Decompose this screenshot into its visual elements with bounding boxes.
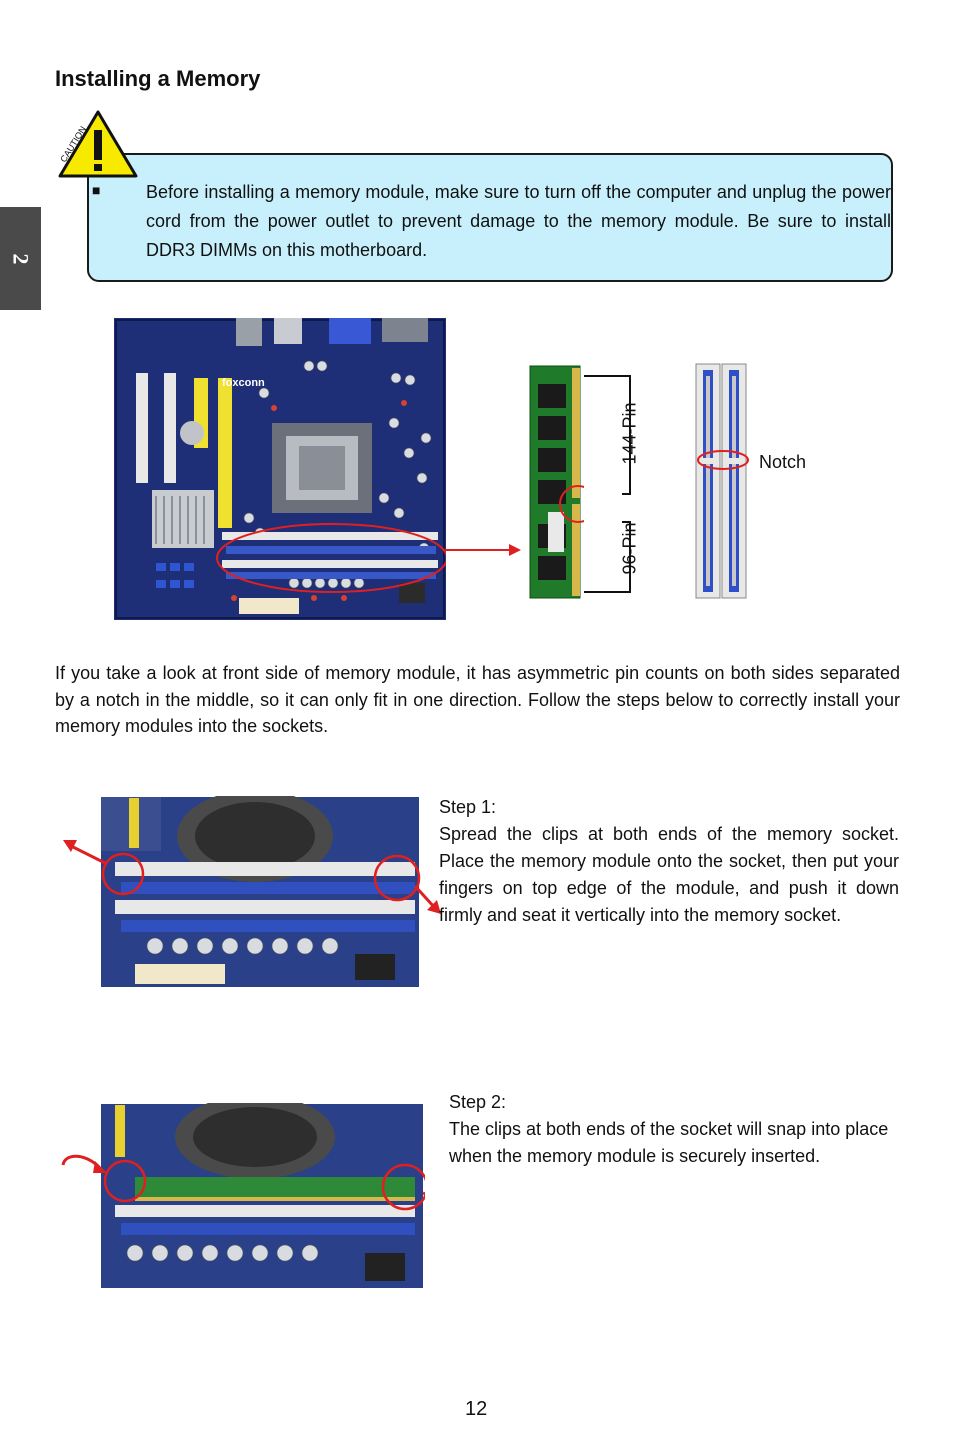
notch-highlight	[697, 450, 749, 470]
step1-photo	[63, 796, 441, 987]
memory-module-image	[529, 365, 584, 599]
board-brand: foxconn	[222, 377, 265, 389]
intro-paragraph: If you take a look at front side of memo…	[55, 663, 900, 736]
page-number: 12	[465, 1398, 488, 1420]
pin96-label: 96-Pin	[619, 522, 640, 575]
page-title: Installing a Memory	[55, 66, 261, 91]
step2-photo	[61, 1103, 425, 1288]
chapter-tab: 2	[0, 207, 41, 310]
pointer-arrow	[445, 544, 521, 556]
pin-brackets	[584, 375, 631, 593]
chapter-number: 2	[8, 253, 34, 264]
caution-icon: CAUTION	[58, 110, 138, 178]
step1-heading: Step 1:	[439, 797, 497, 817]
step1: Step 1: Spread the clips at both ends of…	[439, 794, 899, 929]
caution-box	[87, 153, 893, 282]
pin144-label: 144-Pin	[619, 402, 640, 465]
step1-text: Spread the clips at both ends of the mem…	[439, 824, 899, 925]
step2-text: The clips at both ends of the socket wil…	[449, 1119, 889, 1166]
step2: Step 2: The clips at both ends of the so…	[449, 1089, 904, 1170]
step2-heading: Step 2:	[449, 1092, 507, 1112]
caution-bullet: ■	[92, 182, 101, 198]
dimm-sockets-image	[695, 363, 747, 599]
caution-text: Before installing a memory module, make …	[146, 182, 891, 260]
motherboard-image: foxconn	[114, 318, 446, 620]
notch-label: Notch	[759, 452, 807, 472]
